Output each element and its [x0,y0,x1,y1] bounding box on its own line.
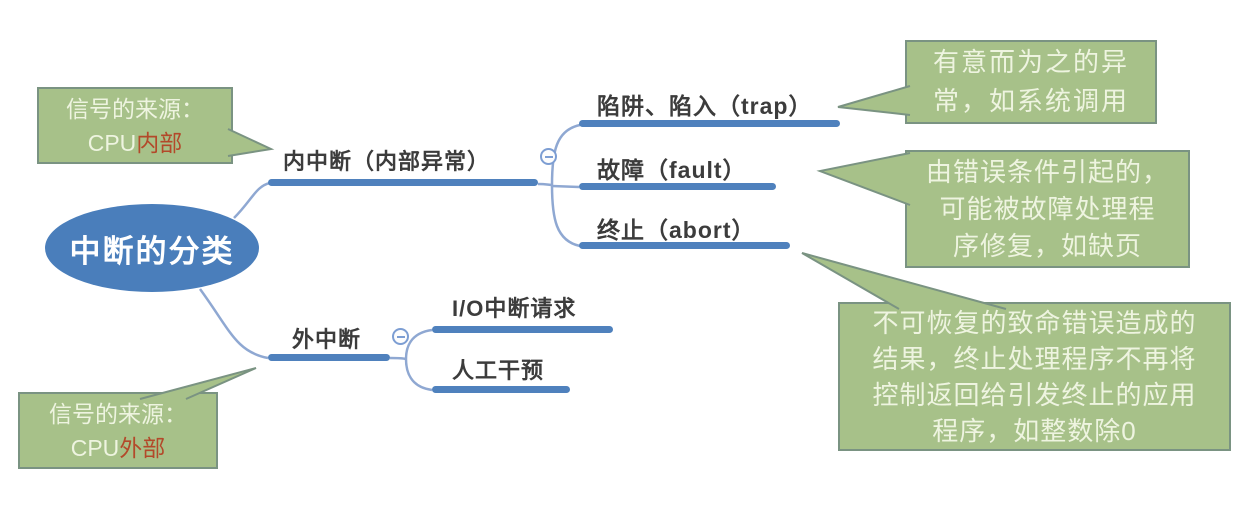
callout-line: 由错误条件引起的， [925,156,1169,187]
callout-line: 控制返回给引发终止的应用 [872,379,1197,410]
callout-trap-note: 有意而为之的异 常，如系统调用 [905,40,1157,124]
root-node-interrupt-classification[interactable]: 中断的分类 [45,204,259,292]
node-underline-external [268,354,390,361]
callout-line: 可能被故障处理程 [939,193,1156,224]
callout-highlight-text: 外部 [119,434,166,461]
collapse-toggle-internal[interactable] [540,148,557,165]
callout-line: CPU外部 [71,431,166,465]
node-underline-abort [579,242,790,249]
callout-line: 常，如系统调用 [932,86,1129,116]
callout-line: 不可恢复的致命错误造成的 [872,307,1197,338]
node-trap[interactable]: 陷阱、陷入（trap） [597,93,813,119]
callout-line: 程序，如整数除0 [932,415,1137,446]
callout-cpu-text: CPU [87,129,137,156]
node-underline-internal [268,179,538,186]
root-node-label: 中断的分类 [69,233,235,269]
callout-line: CPU内部 [88,126,183,160]
node-underline-fault [579,183,776,190]
minus-icon [544,155,553,158]
callout-abort-note: 不可恢复的致命错误造成的 结果，终止处理程序不再将 控制返回给引发终止的应用 程… [838,302,1231,451]
callout-line: 结果，终止处理程序不再将 [872,343,1197,374]
callout-cpu-text: CPU [70,434,120,461]
node-underline-trap [579,120,840,127]
node-fault[interactable]: 故障（fault） [597,157,747,183]
node-external-interrupt[interactable]: 外中断 [292,327,362,352]
callout-highlight-text: 内部 [136,129,183,156]
callout-signal-source-internal: 信号的来源： CPU内部 [37,87,233,164]
collapse-toggle-external[interactable] [392,328,409,345]
callout-line: 信号的来源： [49,400,187,427]
node-io-interrupt-request[interactable]: I/O中断请求 [452,296,577,321]
callout-line: 信号的来源： [66,95,204,122]
minus-icon [396,335,405,338]
node-underline-io [432,326,613,333]
node-manual-intervention[interactable]: 人工干预 [452,358,545,383]
callout-fault-note: 由错误条件引起的， 可能被故障处理程 序修复，如缺页 [905,150,1190,268]
node-underline-manual [432,386,570,393]
node-abort[interactable]: 终止（abort） [597,217,756,243]
node-internal-interrupt[interactable]: 内中断（内部异常） [283,149,491,174]
callout-signal-source-external: 信号的来源： CPU外部 [18,392,218,469]
callout-line: 有意而为之的异 [932,47,1129,77]
